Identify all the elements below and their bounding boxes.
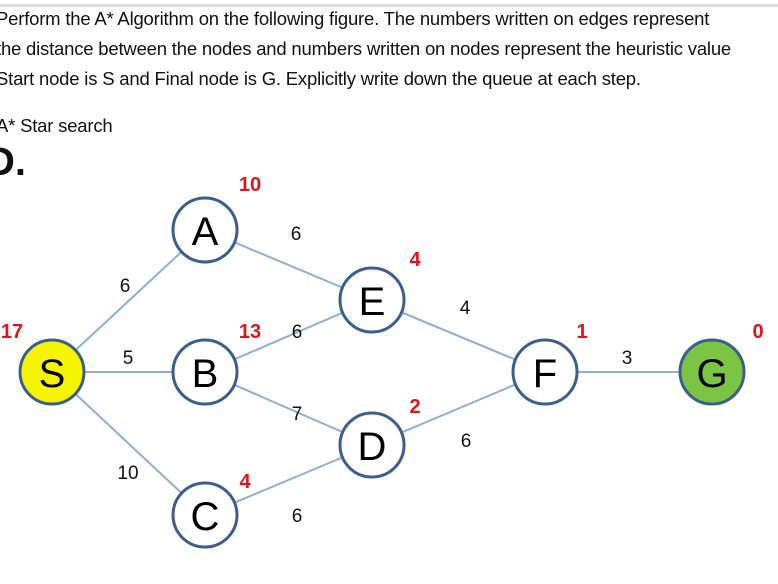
heuristic-E: 4: [409, 249, 421, 271]
question-line-3: Start node is S and Final node is G. Exp…: [0, 68, 641, 89]
subtitle: A* Star search: [0, 115, 113, 136]
node-G: G: [678, 338, 746, 406]
heuristic-A: 10: [239, 174, 261, 196]
node-label-F: F: [533, 352, 557, 396]
edge-weight-S-A: 6: [120, 276, 131, 297]
node-circle-G: [678, 338, 746, 406]
edge-weight-E-F: 4: [460, 298, 471, 319]
edge-weight-S-C: 10: [117, 463, 138, 484]
node-D: D: [338, 411, 406, 479]
edge-S-C: [51, 371, 206, 516]
edge-weight-B-D: 7: [292, 404, 303, 425]
node-C: C: [171, 481, 239, 549]
part-label: D.: [0, 140, 26, 184]
edge-weight-S-B: 5: [123, 348, 134, 369]
node-label-G: G: [696, 352, 727, 396]
heuristic-F: 1: [576, 321, 587, 343]
page-divider: [0, 4, 778, 7]
edge-weight-A-E: 6: [291, 224, 302, 245]
node-label-S: S: [39, 352, 66, 396]
node-circle-S: [18, 338, 86, 406]
node-circle-C: [171, 481, 239, 549]
heuristic-S: 17: [1, 321, 23, 343]
edge-weight-D-F: 6: [461, 431, 472, 452]
edge-S-A: [51, 229, 206, 373]
question-line-2: the distance between the nodes and numbe…: [0, 38, 732, 59]
node-circle-E: [338, 266, 406, 334]
edge-weight-F-G: 3: [622, 348, 633, 369]
heuristic-C: 4: [239, 471, 251, 493]
node-E: E: [338, 266, 406, 334]
heuristic-G: 0: [752, 321, 763, 343]
question-line-1: Perform the A* Algorithm on the followin…: [0, 8, 710, 29]
node-label-D: D: [358, 425, 387, 469]
edge-weight-C-D: 6: [292, 506, 303, 527]
heuristic-D: 2: [409, 396, 420, 418]
edge-weight-B-E: 6: [292, 322, 303, 343]
node-label-B: B: [192, 352, 219, 396]
node-label-C: C: [191, 495, 220, 539]
node-circle-D: [338, 411, 406, 479]
node-A: A: [171, 196, 239, 264]
node-F: F: [511, 338, 579, 406]
node-label-A: A: [192, 210, 219, 254]
node-label-E: E: [359, 280, 386, 324]
node-S: S: [18, 338, 86, 406]
node-B: B: [171, 338, 239, 406]
node-circle-B: [171, 338, 239, 406]
heuristic-B: 13: [239, 321, 261, 343]
node-circle-A: [171, 196, 239, 264]
node-circle-F: [511, 338, 579, 406]
